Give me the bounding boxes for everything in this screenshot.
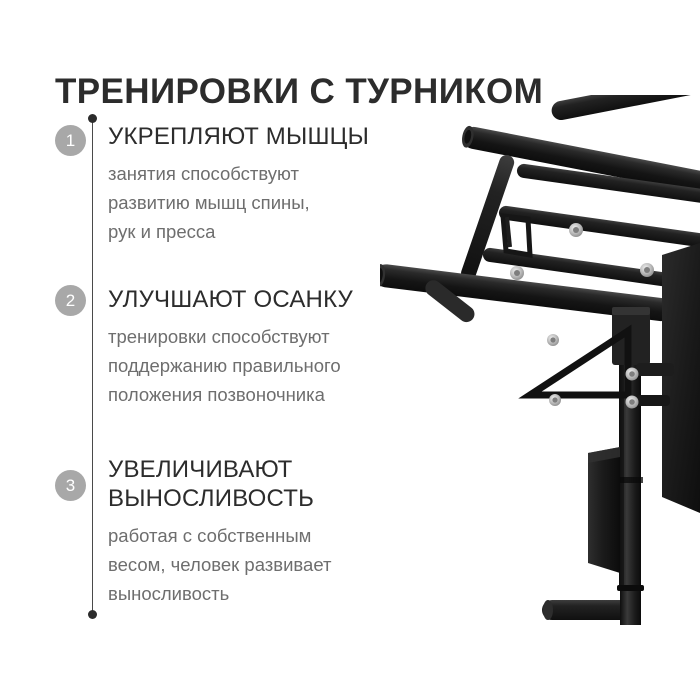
wall-back-plate — [662, 243, 700, 513]
timeline-dot-bottom — [88, 610, 97, 619]
benefit-description-3: работая с собственным весом, человек раз… — [108, 525, 332, 604]
timeline-rail — [92, 118, 93, 615]
page-title: ТРЕНИРОВКИ С ТУРНИКОМ — [55, 72, 544, 112]
benefit-number-badge-2: 2 — [55, 285, 86, 316]
benefit-body-3: УВЕЛИЧИВАЮТ ВЫНОСЛИВОСТЬ работая с собст… — [108, 455, 408, 608]
benefit-body-1: УКРЕПЛЯЮТ МЫШЦЫ занятия способствуют раз… — [108, 122, 408, 246]
short-angled-grip — [425, 280, 475, 323]
support-strut — [518, 324, 632, 399]
benefit-number-badge-3: 3 — [55, 470, 86, 501]
lower-armrest-grip — [542, 600, 634, 620]
back-pad — [588, 447, 620, 573]
product-image-pull-up-bar — [380, 95, 700, 625]
lower-grip-bar — [380, 264, 673, 322]
plate-connector-bar — [636, 363, 674, 406]
timeline-dot-top — [88, 114, 97, 123]
upper-grip-bar — [462, 125, 700, 193]
bolt-fasteners — [510, 223, 654, 409]
benefit-description-2: тренировки способствуют поддержанию прав… — [108, 326, 341, 405]
benefit-description-1: занятия способствуют развитию мышц спины… — [108, 163, 310, 242]
benefit-heading-2: УЛУЧШАЮТ ОСАНКУ — [108, 286, 353, 313]
rear-handle-bar — [551, 95, 700, 121]
benefit-number-badge-1: 1 — [55, 125, 86, 156]
post-bottom-extension — [617, 585, 644, 625]
strap-loop-detail — [500, 213, 533, 258]
ladder-side-rail — [461, 155, 515, 281]
benefit-heading-3: УВЕЛИЧИВАЮТ ВЫНОСЛИВОСТЬ — [108, 456, 315, 512]
benefit-heading-1: УКРЕПЛЯЮТ МЫШЦЫ — [108, 123, 370, 150]
ladder-rungs — [482, 163, 700, 292]
benefit-body-2: УЛУЧШАЮТ ОСАНКУ тренировки способствуют … — [108, 285, 408, 409]
